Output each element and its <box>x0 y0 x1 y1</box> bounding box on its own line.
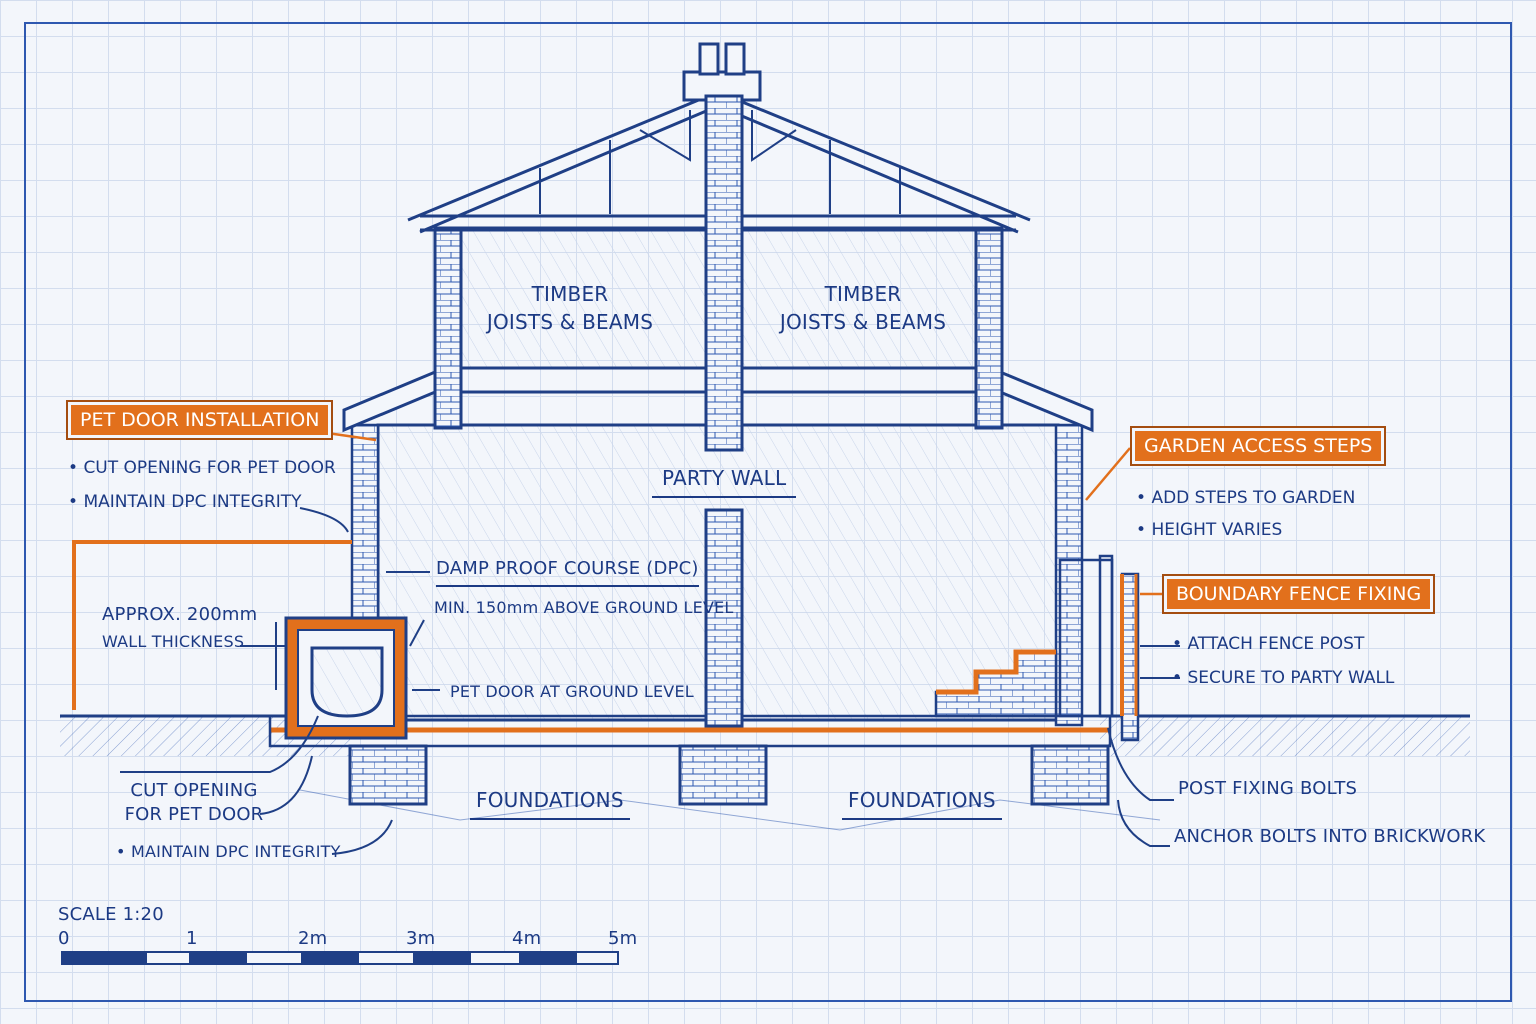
pet-door-level-label: PET DOOR AT GROUND LEVEL <box>450 682 694 701</box>
scale-tick-0: 0 <box>58 928 70 949</box>
timber-label-left-line2: JOISTS & BEAMS <box>486 310 654 334</box>
pet-door-guide-line <box>72 540 352 710</box>
pet-door-unit <box>284 616 408 740</box>
maintain-dpc-label: • MAINTAIN DPC INTEGRITY <box>116 842 341 861</box>
garden-steps <box>934 649 1058 718</box>
maintain-dpc-text: MAINTAIN DPC INTEGRITY <box>130 842 341 861</box>
anchor-bolts-label: ANCHOR BOLTS INTO BRICKWORK <box>1174 826 1486 847</box>
scale-title: SCALE 1:20 <box>58 904 164 925</box>
leader-lines <box>120 507 1180 855</box>
foundations-right-label: FOUNDATIONS <box>842 788 1002 820</box>
timber-label-right-line1: TIMBER <box>824 282 902 306</box>
foundation-footings <box>348 744 1110 806</box>
cut-opening-line2: FOR PET DOOR <box>124 804 264 825</box>
scale-tick-5: 5m <box>608 928 638 949</box>
pet-door-bullet-1: CUT OPENING FOR PET DOOR <box>68 458 335 478</box>
timber-label-left-line1: TIMBER <box>531 282 609 306</box>
post-fixing-bolts-label: POST FIXING BOLTS <box>1178 778 1358 799</box>
fence-fixing-callout: BOUNDARY FENCE FIXING <box>1162 574 1436 614</box>
dpc-height-label: MIN. 150mm ABOVE GROUND LEVEL <box>434 598 734 617</box>
scale-bar <box>61 951 619 965</box>
garden-steps-callout: GARDEN ACCESS STEPS <box>1130 426 1387 466</box>
scale-tick-3: 3m <box>406 928 436 949</box>
foundations-left-label: FOUNDATIONS <box>470 788 630 820</box>
garden-steps-bullet-2: HEIGHT VARIES <box>1136 520 1355 540</box>
wall-thickness-line2: WALL THICKNESS <box>102 632 245 651</box>
pet-door-bullet-2: MAINTAIN DPC INTEGRITY <box>68 492 336 512</box>
drawing-border <box>24 22 1512 1002</box>
wall-thickness-line1: APPROX. 200mm <box>102 604 258 625</box>
fence-bullet-2: SECURE TO PARTY WALL <box>1172 668 1394 688</box>
fence-bullet-1: ATTACH FENCE POST <box>1172 634 1394 654</box>
fence-post <box>1058 554 1140 742</box>
timber-label-right-line2: JOISTS & BEAMS <box>779 310 947 334</box>
fence-fixing-bullets: ATTACH FENCE POST SECURE TO PARTY WALL <box>1172 634 1394 700</box>
pet-door-bullets: CUT OPENING FOR PET DOOR MAINTAIN DPC IN… <box>68 458 336 524</box>
pet-door-callout: PET DOOR INSTALLATION <box>66 400 334 440</box>
scale-tick-4: 4m <box>512 928 542 949</box>
party-wall-label: PARTY WALL <box>652 466 797 498</box>
cut-opening-line1: CUT OPENING <box>130 780 258 801</box>
party-wall-chimney <box>682 42 762 728</box>
scale-tick-2: 2m <box>298 928 328 949</box>
garden-steps-bullet-1: ADD STEPS TO GARDEN <box>1136 488 1355 508</box>
dpc-label: DAMP PROOF COURSE (DPC) <box>436 558 699 587</box>
garden-steps-bullets: ADD STEPS TO GARDEN HEIGHT VARIES <box>1136 488 1355 552</box>
scale-tick-1: 1 <box>186 928 198 949</box>
